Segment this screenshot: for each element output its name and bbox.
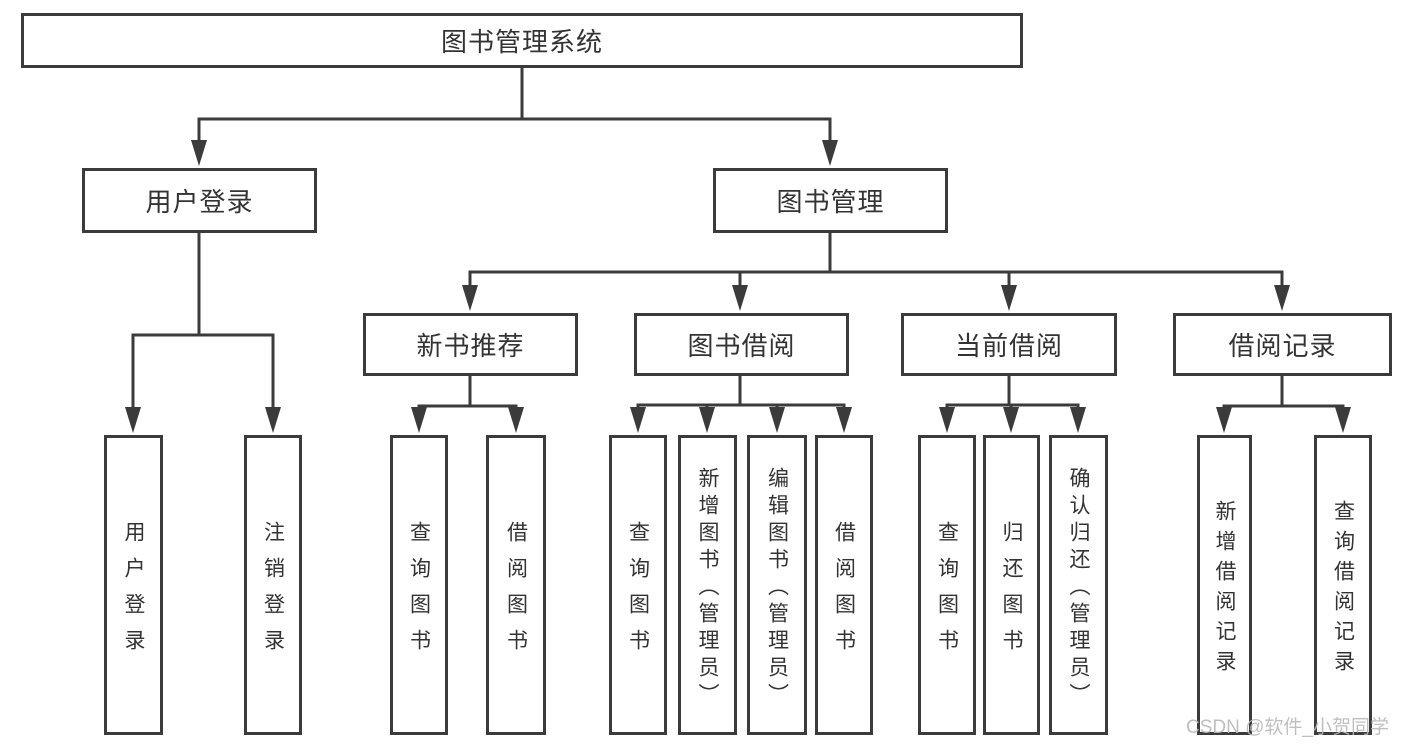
arrow-icon [1070, 407, 1086, 433]
node-label: 借阅记录 [1228, 331, 1337, 361]
arrowheads [125, 140, 1351, 433]
node-label: 用户登录 [145, 187, 254, 217]
node-current-borrowing: 当前借阅 [901, 313, 1117, 376]
watermark-text: CSDN @软件_小贺同学 [1186, 717, 1389, 738]
leaf-label: 查询图书 [407, 520, 431, 665]
node-label: 当前借阅 [954, 331, 1063, 361]
leaf-label: 编辑图书（管理员） [765, 466, 789, 710]
node-library-management-system: 图书管理系统 [21, 13, 1023, 68]
leaf-edit-book-admin: 编辑图书（管理员） [747, 435, 807, 735]
node-user-login: 用户登录 [82, 168, 317, 233]
leaf-label: 新增借阅记录 [1213, 499, 1236, 680]
arrow-icon [836, 407, 852, 433]
connector-records-split [1222, 374, 1345, 410]
leaf-label: 新增图书（管理员） [696, 466, 719, 710]
leaf-query-books-current: 查询图书 [918, 435, 976, 735]
leaf-return-books: 归还图书 [983, 435, 1040, 735]
leaf-query-borrow-record: 查询借阅记录 [1314, 435, 1372, 735]
leaf-label: 确认归还（管理员） [1067, 466, 1090, 710]
leaf-label: 查询图书 [626, 520, 650, 665]
leaf-add-borrow-record: 新增借阅记录 [1197, 435, 1252, 735]
leaf-borrow-books-borrowing: 借阅图书 [815, 435, 873, 735]
node-label: 图书借阅 [687, 331, 796, 361]
arrow-icon [769, 407, 785, 433]
connector-root-split [197, 66, 832, 144]
leaf-label: 查询借阅记录 [1331, 499, 1355, 680]
arrow-icon [822, 140, 838, 166]
node-borrowing-records: 借阅记录 [1173, 313, 1392, 376]
arrow-icon [411, 407, 427, 433]
node-book-management: 图书管理 [713, 168, 948, 233]
leaf-add-book-admin: 新增图书（管理员） [678, 435, 737, 735]
leaf-label: 借阅图书 [504, 520, 528, 665]
connector-borrow-split [636, 374, 846, 410]
arrow-icon [191, 140, 207, 166]
arrow-icon [1216, 407, 1232, 433]
node-label: 图书管理 [776, 187, 885, 217]
leaf-borrow-books-recommend: 借阅图书 [486, 435, 546, 735]
leaf-confirm-return-admin: 确认归还（管理员） [1049, 435, 1108, 735]
leaf-query-books-recommend: 查询图书 [390, 435, 448, 735]
connector-bookmgmt-split [468, 231, 1284, 288]
leaf-user-login: 用户登录 [104, 435, 163, 735]
arrow-icon [732, 285, 748, 311]
arrow-icon [1003, 407, 1019, 433]
leaf-label: 借阅图书 [832, 520, 856, 665]
leaf-label: 用户登录 [122, 520, 145, 665]
arrow-icon [1335, 407, 1351, 433]
connector-newbook-split [417, 374, 518, 410]
node-label: 图书管理系统 [440, 27, 603, 57]
node-book-borrowing: 图书借阅 [634, 313, 849, 376]
connector-current-split [945, 374, 1080, 410]
arrow-icon [699, 407, 715, 433]
arrow-icon [630, 407, 646, 433]
leaf-label: 归还图书 [1000, 520, 1023, 665]
node-new-book-recommend: 新书推荐 [363, 313, 578, 376]
arrow-icon [462, 285, 478, 311]
leaf-query-books-borrowing: 查询图书 [609, 435, 667, 735]
arrow-icon [1274, 285, 1290, 311]
connector-lines [131, 66, 1345, 410]
arrow-icon [1001, 285, 1017, 311]
arrow-icon [125, 407, 141, 433]
arrow-icon [508, 407, 524, 433]
arrow-icon [265, 407, 281, 433]
arrow-icon [939, 407, 955, 433]
leaf-label: 查询图书 [935, 520, 959, 665]
connector-userlogin-split [131, 231, 275, 410]
leaf-logout: 注销登录 [244, 435, 302, 735]
leaf-label: 注销登录 [261, 520, 285, 665]
node-label: 新书推荐 [416, 331, 525, 361]
